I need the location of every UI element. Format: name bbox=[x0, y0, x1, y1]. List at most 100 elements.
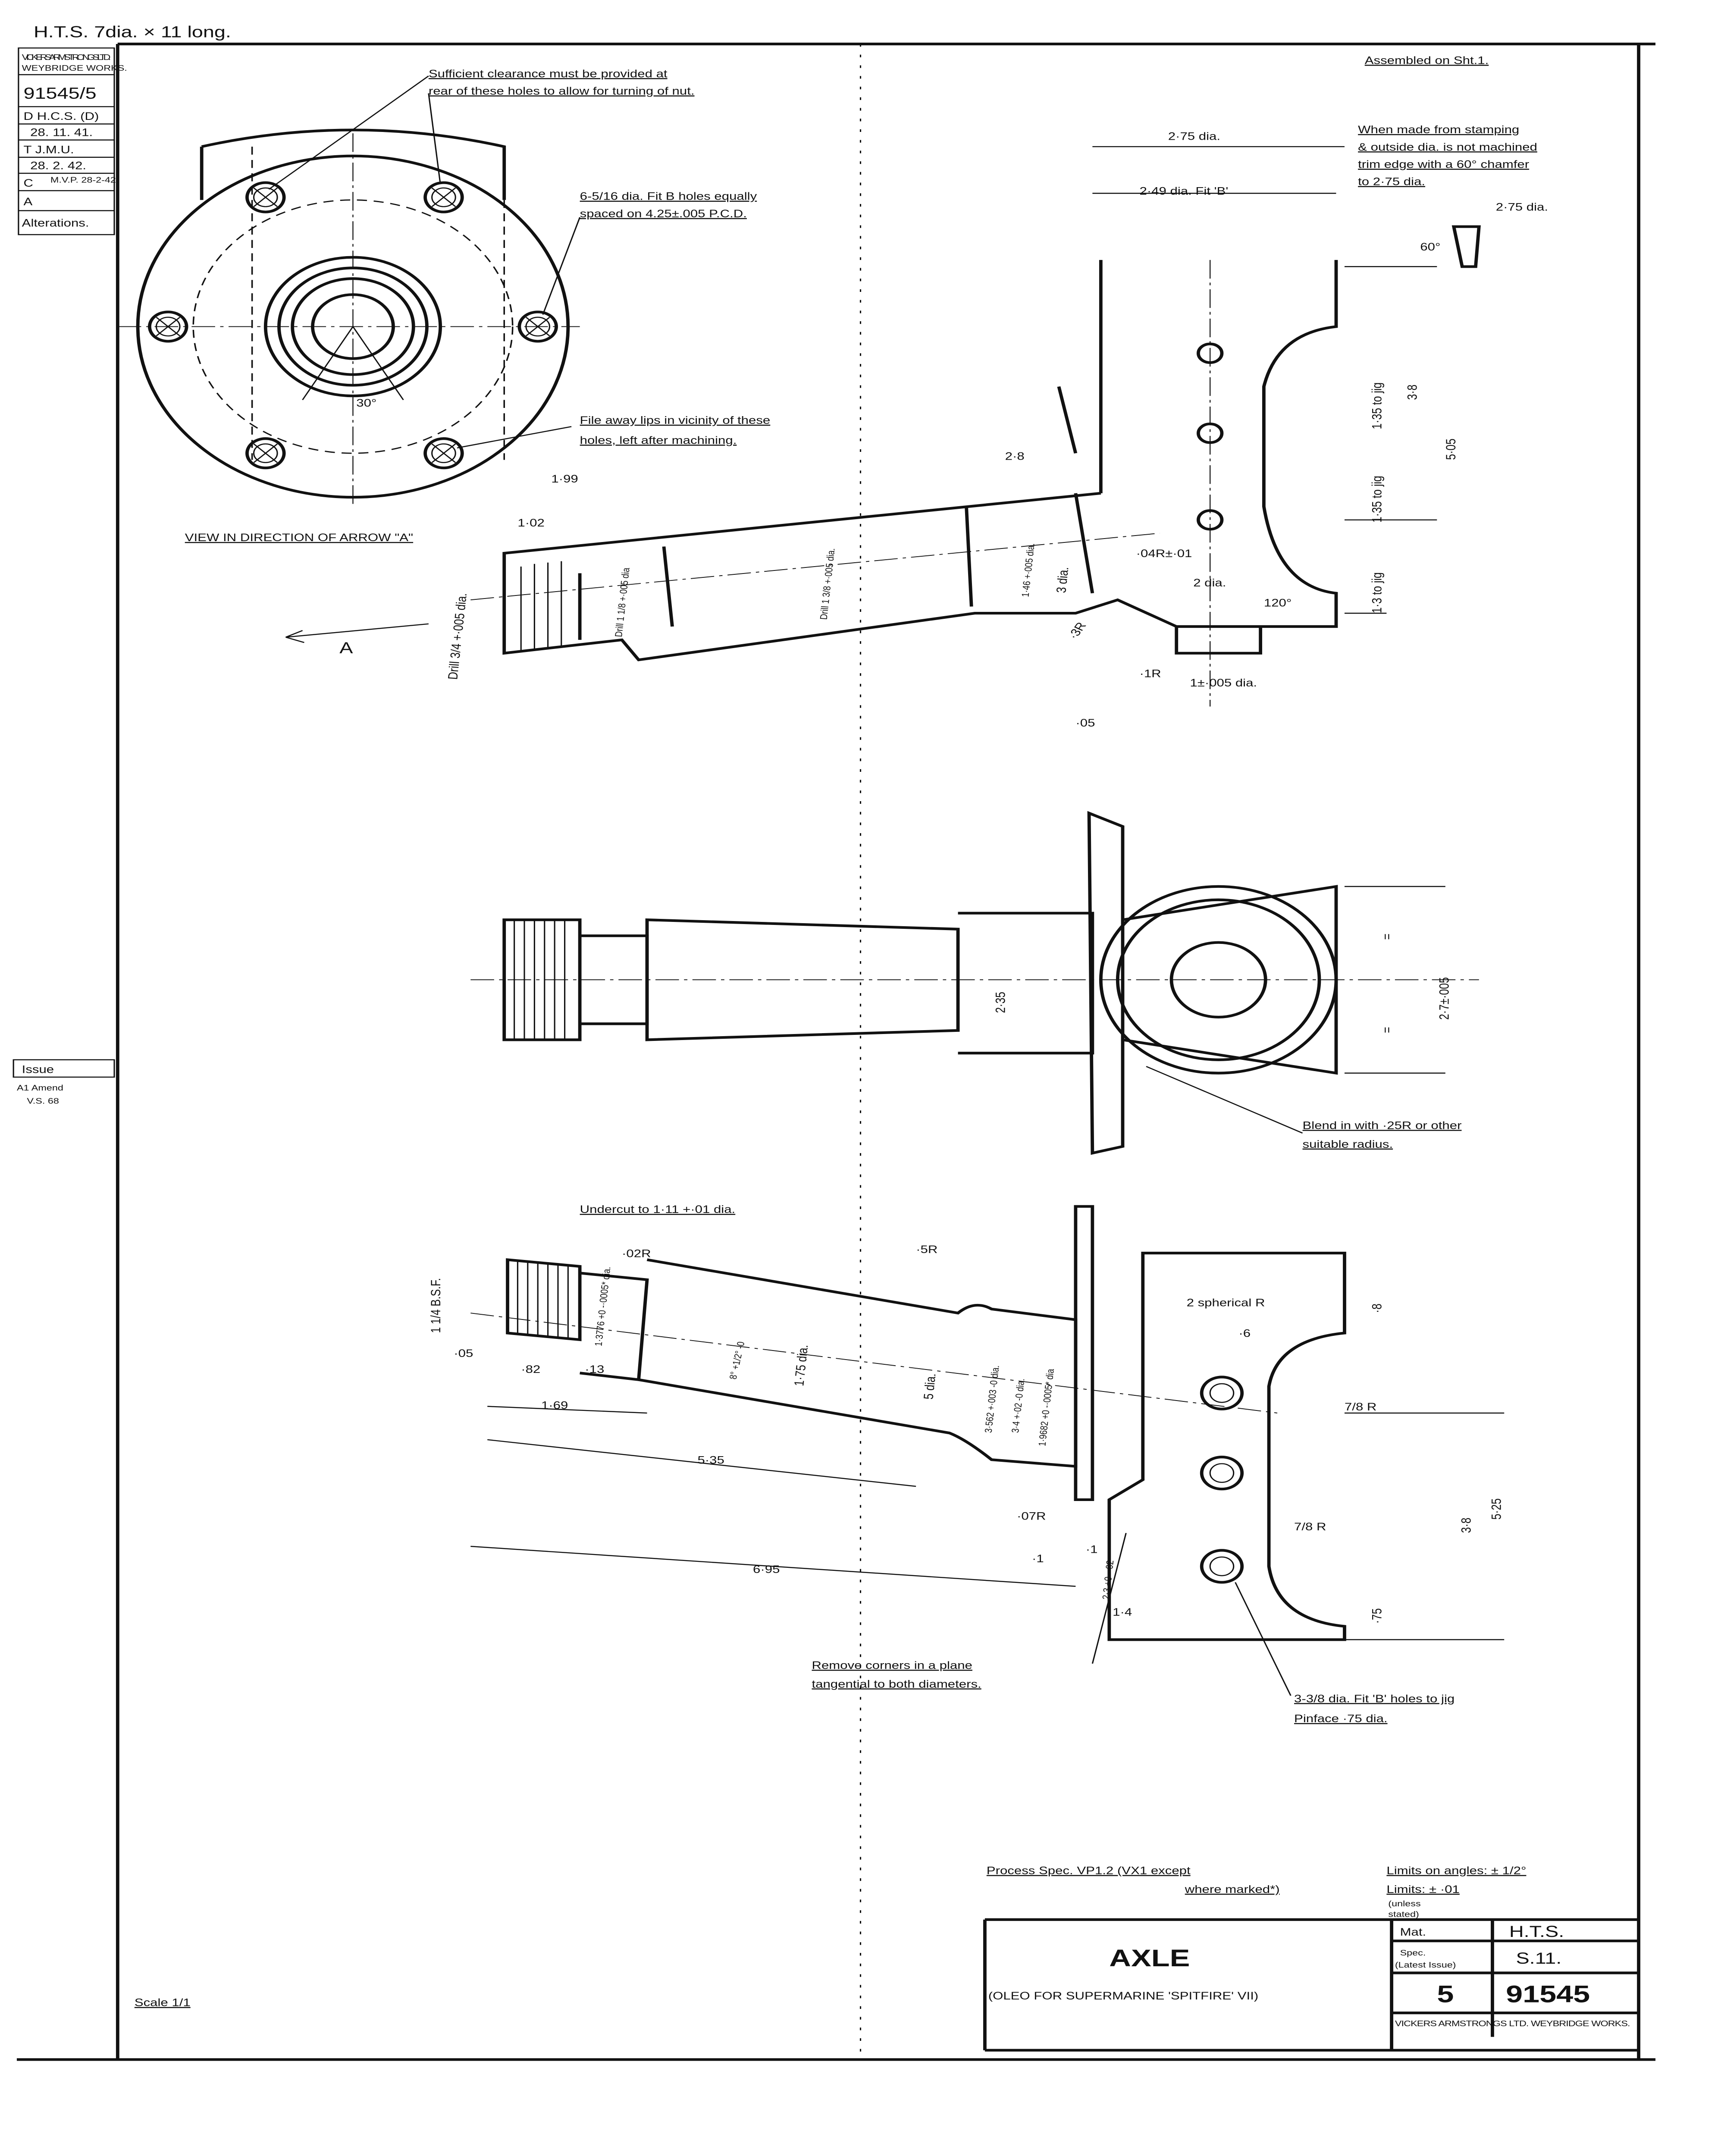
dim-5-dia: 5 dia. bbox=[921, 1373, 938, 1400]
dim-05: ·05 bbox=[454, 1348, 473, 1359]
dim-8: ·8 bbox=[1370, 1304, 1384, 1313]
jig-1-35-a: 1·35 to jig bbox=[1370, 382, 1384, 429]
unless-line2: stated) bbox=[1388, 1910, 1419, 1919]
dim-1-02: 1·02 bbox=[517, 517, 544, 529]
section-view: 2·75 dia. 2·49 dia. Fit 'B' When made fr… bbox=[445, 124, 1548, 729]
issue-label: Issue bbox=[22, 1064, 54, 1075]
stock-size: H.T.S. 7dia. × 11 long. bbox=[34, 23, 231, 41]
remove-corners-line1: Remove corners in a plane bbox=[812, 1660, 972, 1671]
dim-3-8: 3·8 bbox=[1405, 385, 1420, 400]
dim-3r: ·3R bbox=[1065, 620, 1089, 641]
drawing-border bbox=[16, 42, 1655, 2061]
stamping-note-line3: trim edge with a 60° chamfer bbox=[1358, 159, 1529, 170]
dim-3-4: 3·4 +·02 -0 dia. bbox=[1010, 1378, 1027, 1433]
drawn-date: 28. 11. 41. bbox=[30, 126, 93, 138]
dim-1-dia: 1±·005 dia. bbox=[1190, 677, 1257, 689]
issue-ref: V.S. 68 bbox=[27, 1097, 59, 1106]
dim-2-75-dia: 2·75 dia. bbox=[1168, 131, 1220, 142]
bolt-holes bbox=[147, 181, 558, 470]
approved-label: A bbox=[24, 196, 33, 207]
dim-1-99: 1·99 bbox=[551, 473, 578, 485]
clearance-note-line2: rear of these holes to allow for turning… bbox=[429, 85, 695, 97]
dim-5-05: 5·05 bbox=[1444, 439, 1458, 460]
side-view: 2·35 2·7±·005 = = Blend in with ·25R or … bbox=[470, 811, 1479, 1155]
bolt-hole bbox=[423, 181, 464, 213]
dim-1-b: ·1 bbox=[1086, 1544, 1098, 1555]
jig-holes bbox=[1200, 1376, 1244, 1584]
dim-1-4: 1·4 bbox=[1113, 1606, 1132, 1618]
material-value: H.T.S. bbox=[1509, 1923, 1564, 1940]
arrow-a-label: A bbox=[339, 639, 353, 656]
process-spec-line2: where marked*) bbox=[1185, 1883, 1280, 1895]
process-spec-line1: Process Spec. VP1.2 (VX1 except bbox=[987, 1865, 1191, 1877]
bolt-hole bbox=[147, 310, 188, 343]
stamping-note-line4: to 2·75 dia. bbox=[1358, 176, 1425, 188]
issue-box: Issue A1 Amend V.S. 68 bbox=[13, 1059, 115, 1106]
thread-bsf: 1 1/4 B.S.F. bbox=[428, 1278, 443, 1333]
bolt-hole bbox=[245, 181, 286, 213]
dim-02r: ·02R bbox=[622, 1247, 651, 1259]
dim-2-49-dia: 2·49 dia. Fit 'B' bbox=[1139, 185, 1228, 197]
drawn-by: D H.C.S. (D) bbox=[24, 110, 99, 122]
angle-30: 30° bbox=[356, 397, 376, 409]
dim-7-8r-b: 7/8 R bbox=[1294, 1521, 1326, 1532]
dim-2-7: 2·7±·005 bbox=[1437, 977, 1451, 1020]
issue-entry: A1 Amend bbox=[17, 1084, 63, 1092]
dim-1-75-dia: 1·75 dia. bbox=[791, 1344, 811, 1386]
file-note-line2: holes, left after machining. bbox=[580, 434, 737, 446]
dim-2-dia: 2 dia. bbox=[1193, 577, 1226, 589]
equal-mark-1: = bbox=[1379, 934, 1394, 940]
chamfer-angle: 60° bbox=[1420, 241, 1440, 253]
file-note-line1: File away lips in vicinity of these bbox=[580, 414, 771, 426]
chamfer-dia: 2·75 dia. bbox=[1496, 201, 1548, 213]
works-name: WEYBRIDGE WORKS. bbox=[22, 64, 127, 72]
stamping-note-line2: & outside dia. is not machined bbox=[1358, 141, 1537, 153]
dim-120: 120° bbox=[1264, 597, 1292, 609]
view-label: VIEW IN DIRECTION OF ARROW "A" bbox=[185, 532, 413, 543]
blend-note-line2: suitable radius. bbox=[1303, 1138, 1393, 1150]
scale-label: Scale 1/1 bbox=[135, 1997, 191, 2009]
limits-angles: Limits on angles: ± 1/2° bbox=[1386, 1865, 1526, 1877]
holes-note-line2: spaced on 4.25±.005 P.C.D. bbox=[580, 208, 747, 219]
dim-1-3776: 1·3776 +0 -·0005* dia. bbox=[593, 1266, 613, 1347]
dim-1-46-dia: 1·46 +·005 dia. bbox=[1020, 543, 1037, 598]
dim-2-8: 2·8 bbox=[1005, 451, 1025, 462]
undercut-note: Undercut to 1·11 +·01 dia. bbox=[580, 1203, 736, 1215]
drill-1-1-8: Drill 1 1/8 +·005 dia bbox=[613, 567, 632, 637]
jig-1-35-b: 1·35 to jig bbox=[1370, 476, 1384, 523]
dim-3-8: 3·8 bbox=[1459, 1517, 1473, 1533]
maker-stamp: VICKERS ARMSTRONGS LTD. WEYBRIDGE WORKS. bbox=[1395, 2019, 1630, 2028]
dim-07r: ·07R bbox=[1017, 1510, 1046, 1522]
dim-1-a: ·1 bbox=[1032, 1553, 1044, 1564]
dim-05: ·05 bbox=[1075, 717, 1095, 729]
bolt-hole bbox=[245, 437, 286, 470]
spherical-r: 2 spherical R bbox=[1187, 1297, 1265, 1309]
dim-04r: ·04R±·01 bbox=[1136, 548, 1192, 559]
dim-6: ·6 bbox=[1238, 1328, 1251, 1339]
end-view: Sufficient clearance must be provided at… bbox=[117, 68, 771, 657]
title-block: Process Spec. VP1.2 (VX1 except where ma… bbox=[983, 1865, 1639, 2052]
dim-5-25: 5·25 bbox=[1489, 1498, 1504, 1520]
bolt-hole bbox=[517, 310, 558, 343]
dim-3-562: 3·562 +·003 -0 dia. bbox=[983, 1365, 1002, 1433]
dim-1-69: 1·69 bbox=[541, 1400, 568, 1411]
stamping-note-line1: When made from stamping bbox=[1358, 124, 1519, 135]
bolt-hole bbox=[423, 437, 464, 470]
alterations-label: Alterations. bbox=[22, 217, 89, 229]
remove-corners-line2: tangential to both diameters. bbox=[812, 1678, 981, 1690]
checked-label: C bbox=[24, 177, 34, 189]
traced-by: T J.M.U. bbox=[24, 144, 74, 156]
dim-7-8r-a: 7/8 R bbox=[1345, 1401, 1376, 1413]
drawing-subtitle: (OLEO FOR SUPERMARINE 'SPITFIRE' VII) bbox=[988, 1990, 1259, 2002]
pinface-note: Pinface ·75 dia. bbox=[1294, 1713, 1388, 1724]
jig-1-3: 1·3 to jig bbox=[1370, 572, 1384, 613]
spec-label-line1: Spec. bbox=[1400, 1949, 1426, 1957]
checked-by: M.V.P. 28-2-42 bbox=[50, 176, 116, 185]
holes-note-line1: 6-5/16 dia. Fit B holes equally bbox=[580, 191, 757, 202]
dim-5-35: 5·35 bbox=[697, 1454, 724, 1466]
dim-1-9682: 1·9682 +0 -·0005* dia bbox=[1037, 1368, 1056, 1446]
dim-2-35: 2·35 bbox=[993, 992, 1008, 1013]
sheet-number: 5 bbox=[1437, 1981, 1454, 2008]
plan-view: Undercut to 1·11 +·01 dia. ·02R 1 1/4 B.… bbox=[428, 1203, 1505, 1724]
